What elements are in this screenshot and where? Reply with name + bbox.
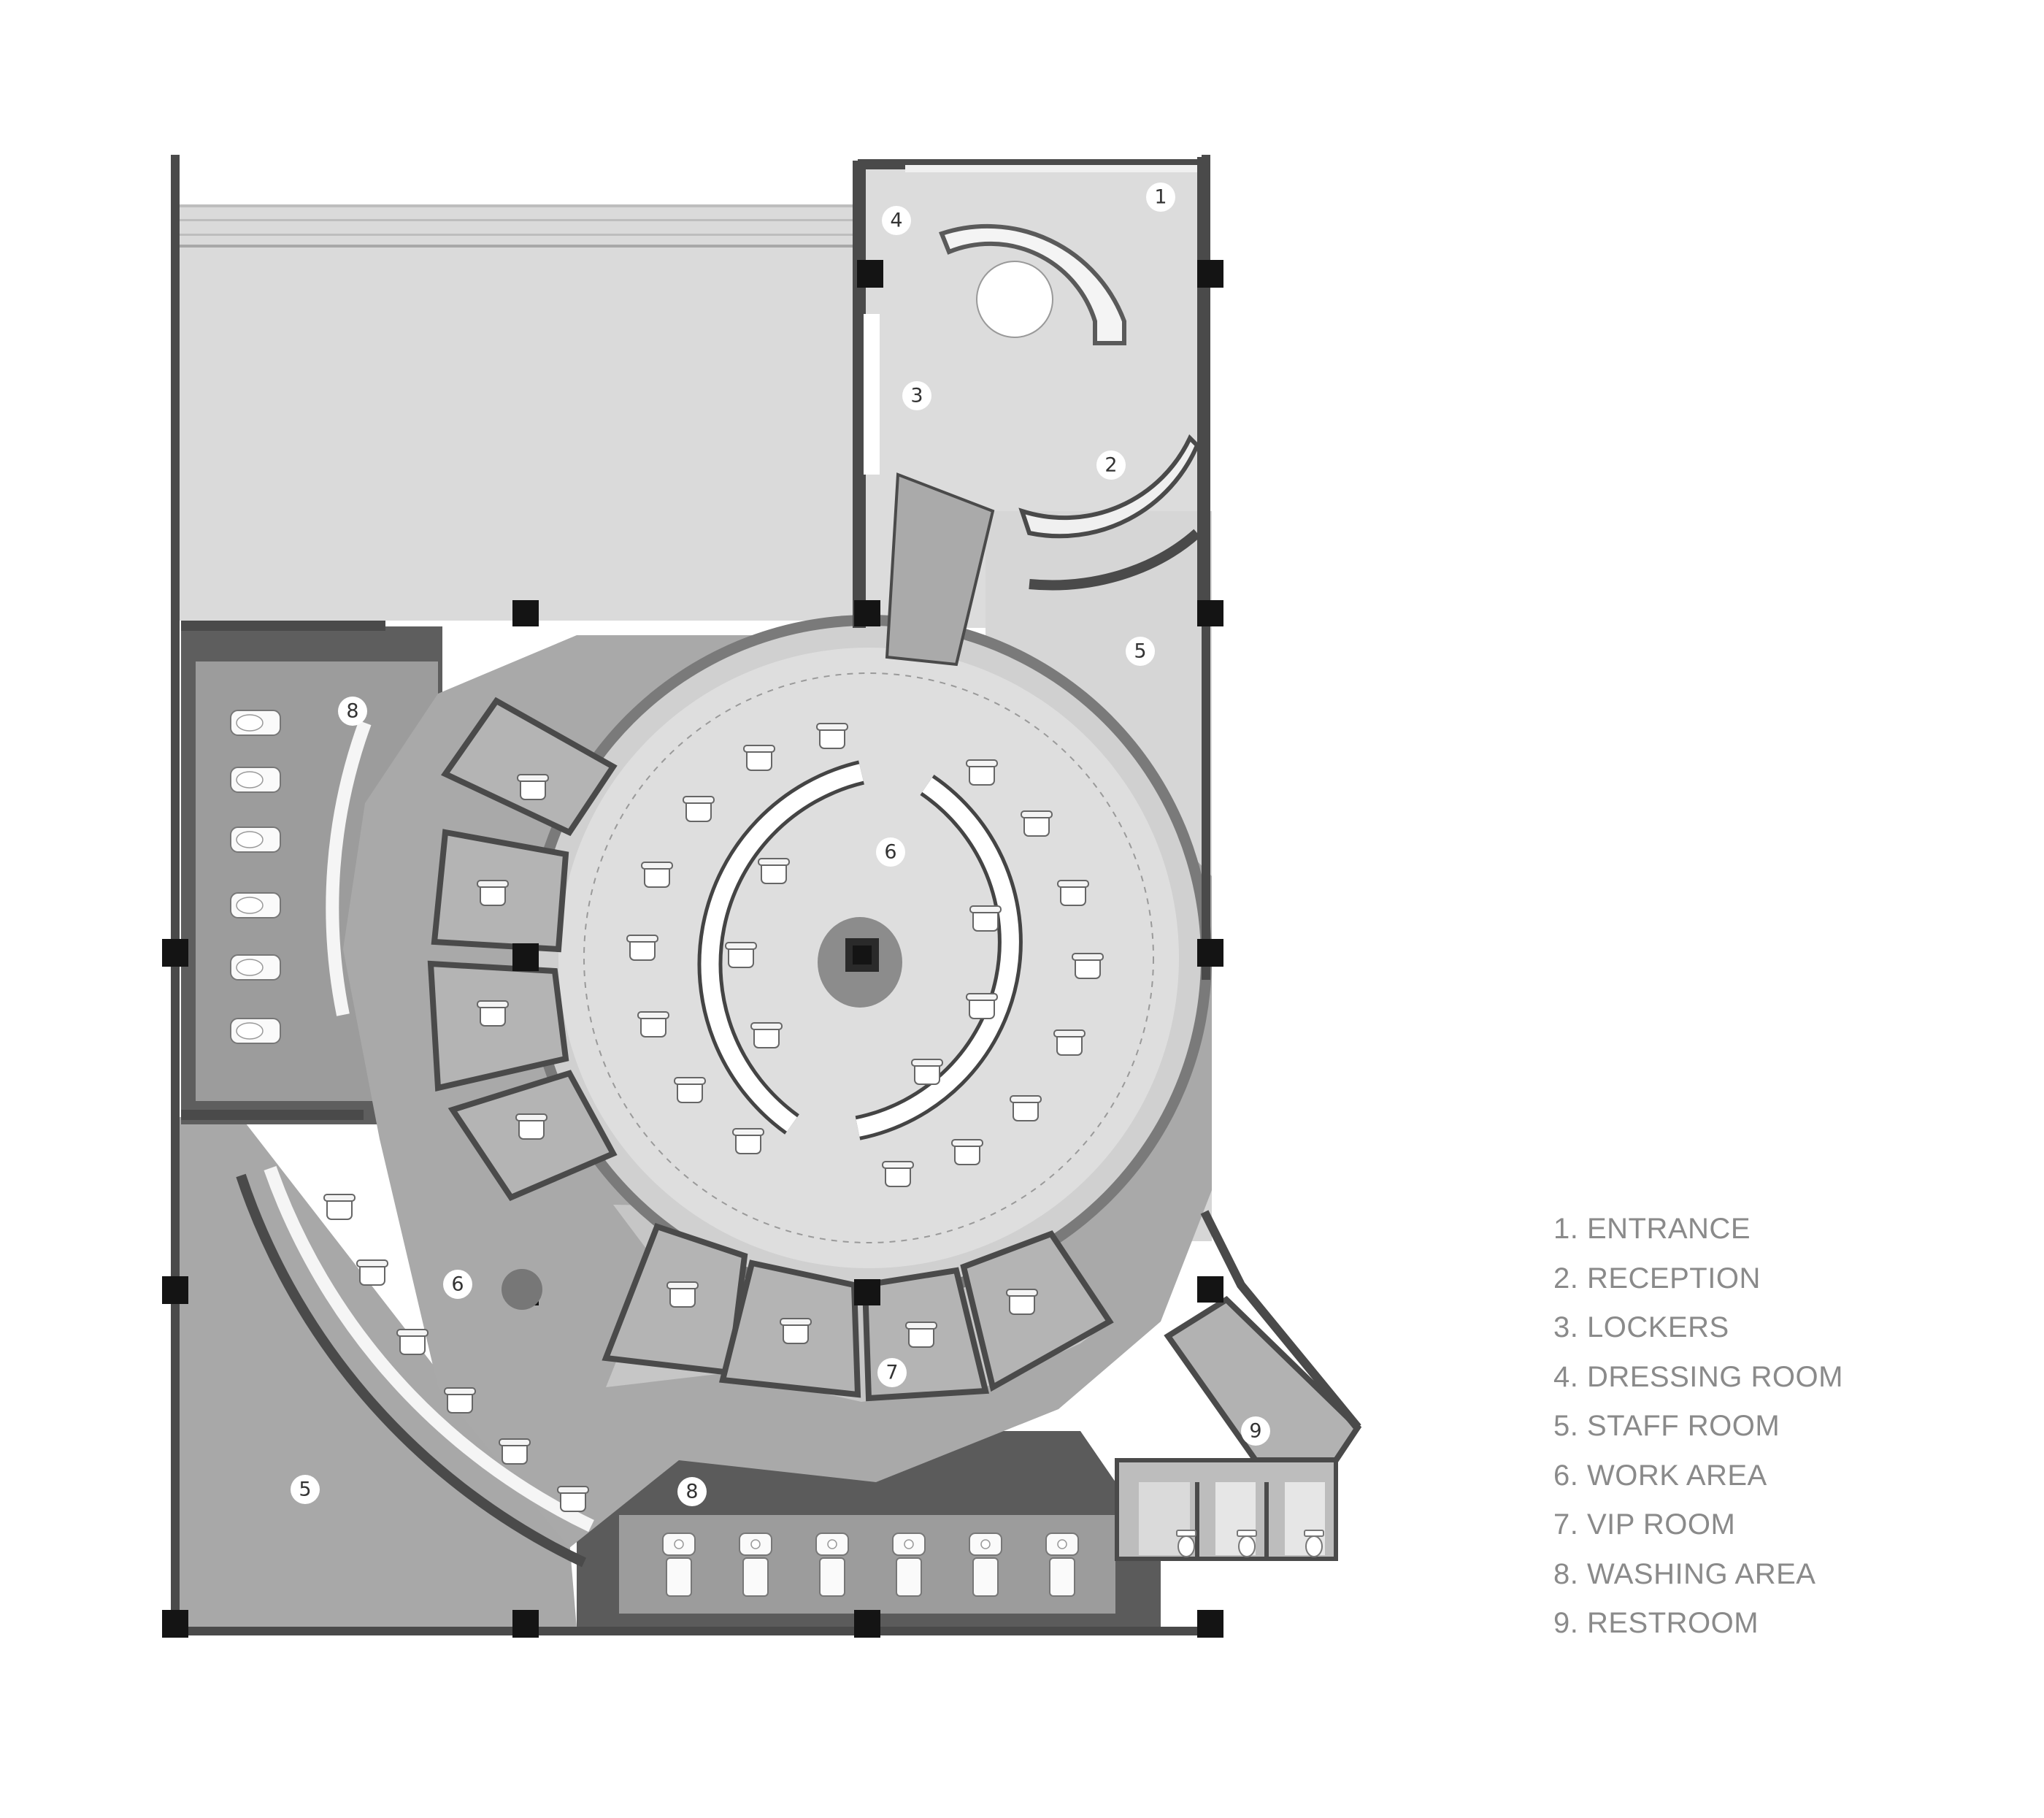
svg-text:8: 8 (685, 1481, 698, 1503)
legend-item-lockers: 3. LOCKERS (1553, 1311, 1729, 1343)
room-label-7: 7 (877, 1358, 907, 1387)
room-label-9: 9 (1241, 1416, 1270, 1446)
room-label-3: 3 (902, 381, 931, 410)
exterior-walls (171, 155, 1215, 1637)
room-label-1: 1 (1146, 183, 1175, 212)
room-label-8-bottom: 8 (677, 1477, 707, 1506)
legend-item-restroom: 9. RESTROOM (1553, 1607, 1759, 1639)
svg-text:3: 3 (910, 385, 923, 407)
svg-text:1: 1 (1154, 186, 1167, 209)
reception-table (976, 261, 1053, 338)
columns (162, 260, 1223, 1638)
legend-item-dressing-room: 4. DRESSING ROOM (1553, 1360, 1843, 1393)
legend-item-reception: 2. RECEPTION (1553, 1262, 1761, 1295)
svg-text:8: 8 (346, 700, 358, 723)
legend: 1. ENTRANCE 2. RECEPTION 3. LOCKERS 4. D… (1553, 1205, 1962, 1649)
svg-text:6: 6 (451, 1273, 464, 1296)
svg-text:6: 6 (884, 841, 896, 864)
toilet-stalls (1139, 1482, 1325, 1559)
restroom (1164, 1295, 1362, 1463)
room-label-5-right: 5 (1126, 637, 1155, 666)
svg-text:5: 5 (299, 1478, 311, 1501)
room-label-6-left: 6 (443, 1270, 472, 1299)
legend-item-staff-room: 5. STAFF ROOM (1553, 1410, 1780, 1442)
svg-text:7: 7 (885, 1362, 898, 1384)
entrance-ramp (885, 472, 995, 667)
svg-text:9: 9 (1249, 1420, 1261, 1443)
legend-item-vip-room: 7. VIP ROOM (1553, 1508, 1736, 1541)
svg-text:4: 4 (890, 210, 902, 232)
room-label-5-left: 5 (291, 1475, 320, 1504)
room-label-2: 2 (1096, 450, 1126, 480)
svg-text:5: 5 (1134, 640, 1146, 663)
room-label-6-center: 6 (876, 837, 905, 867)
legend-item-work-area: 6. WORK AREA (1553, 1459, 1767, 1492)
svg-text:2: 2 (1104, 454, 1117, 477)
legend-item-washing-area: 8. WASHING AREA (1553, 1557, 1816, 1590)
reception-desk (939, 223, 1126, 345)
legend-item-entrance: 1. ENTRANCE (1553, 1213, 1751, 1245)
room-label-8-left: 8 (338, 697, 367, 726)
room-label-4: 4 (882, 206, 911, 235)
exterior-yard (175, 204, 853, 621)
